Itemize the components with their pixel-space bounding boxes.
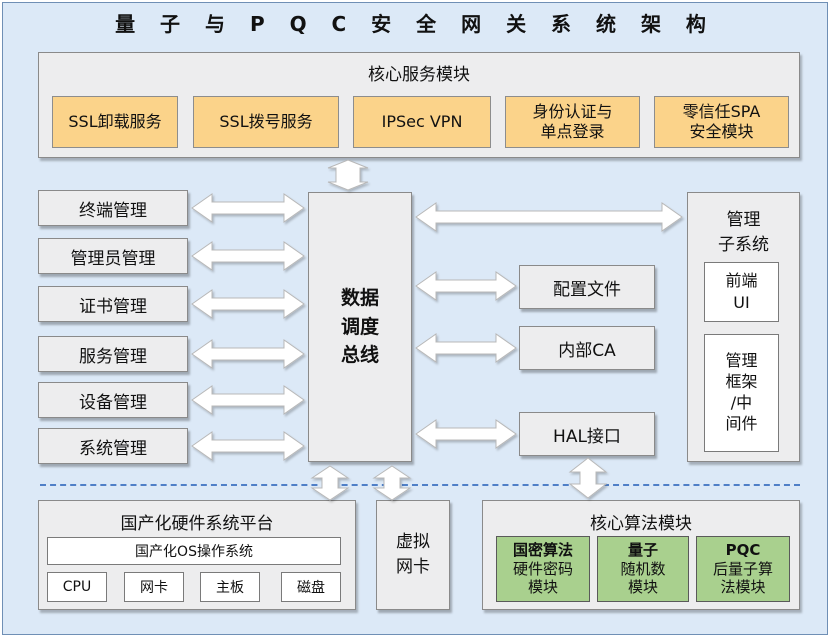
- core-service-zero-trust: 零信任SPA 安全模块: [654, 96, 789, 148]
- core-service-ssl-dialup: SSL拨号服务: [193, 96, 339, 148]
- arrow-system-bus: [191, 431, 305, 461]
- hw-cpu: CPU: [47, 572, 107, 602]
- algo-sm-crypto-text: 硬件密码 模块: [512, 559, 573, 597]
- core-algo-title: 核心算法模块: [590, 514, 692, 534]
- mgmt-frontend-ui: 前端 UI: [704, 262, 779, 322]
- arrow-hal-algo: [568, 457, 608, 499]
- arrow-admin-bus: [191, 241, 305, 271]
- module-system-mgmt: 系统管理: [38, 428, 188, 464]
- arrow-bus-config: [415, 271, 517, 301]
- module-cert-mgmt: 证书管理: [38, 286, 188, 322]
- algo-quantum-rng: 量子 随机数 模块: [597, 536, 689, 602]
- core-service-auth-sso: 身份认证与 单点登录: [505, 96, 640, 148]
- module-internal-ca: 内部CA: [519, 326, 655, 370]
- arrow-bus-mgmt: [415, 202, 683, 232]
- module-config-file: 配置文件: [519, 265, 655, 309]
- arrow-bus-hw: [310, 465, 350, 501]
- core-services-title: 核心服务模块: [368, 65, 470, 85]
- arrow-bus-ca: [415, 333, 517, 363]
- algo-quantum-rng-text: 随机数 模块: [620, 559, 666, 597]
- layer-separator: [40, 484, 800, 486]
- page-title: 量 子 与 P Q C 安 全 网 关 系 统 架 构: [115, 12, 715, 36]
- algo-pqc: PQC 后量子算 法模块: [696, 536, 790, 602]
- arrow-terminal-bus: [191, 193, 305, 223]
- module-terminal-mgmt: 终端管理: [38, 190, 188, 226]
- arrow-service-bus: [191, 339, 305, 369]
- module-hal-interface: HAL接口: [519, 412, 655, 456]
- arrow-bus-vnic: [372, 465, 412, 501]
- algo-pqc-text: 后量子算 法模块: [712, 559, 773, 597]
- hw-mainboard: 主板: [200, 572, 260, 602]
- virtual-nic: 虚拟 网卡: [376, 500, 450, 610]
- hw-disk: 磁盘: [281, 572, 341, 602]
- algo-pqc-bold: PQC: [725, 540, 761, 559]
- mgmt-subsystem-title: 管理 子系统: [718, 210, 769, 255]
- module-device-mgmt: 设备管理: [38, 382, 188, 418]
- arrow-services-bus: [327, 159, 369, 191]
- arrow-bus-hal: [415, 419, 517, 449]
- arrow-device-bus: [191, 385, 305, 415]
- hw-nic: 网卡: [124, 572, 184, 602]
- algo-sm-crypto: 国密算法 硬件密码 模块: [496, 536, 590, 602]
- core-service-ipsec-vpn: IPSec VPN: [353, 96, 491, 148]
- mgmt-framework-middleware: 管理 框架 /中 间件: [704, 334, 779, 452]
- core-service-ssl-offload: SSL卸载服务: [52, 96, 178, 148]
- algo-sm-crypto-bold: 国密算法: [512, 540, 573, 559]
- module-service-mgmt: 服务管理: [38, 336, 188, 372]
- arrow-cert-bus: [191, 289, 305, 319]
- domestic-os: 国产化OS操作系统: [47, 537, 341, 565]
- module-admin-mgmt: 管理员管理: [38, 238, 188, 274]
- algo-quantum-rng-bold: 量子: [627, 540, 658, 559]
- data-scheduling-bus: 数据 调度 总线: [308, 192, 412, 462]
- hw-platform-title: 国产化硬件系统平台: [120, 514, 274, 534]
